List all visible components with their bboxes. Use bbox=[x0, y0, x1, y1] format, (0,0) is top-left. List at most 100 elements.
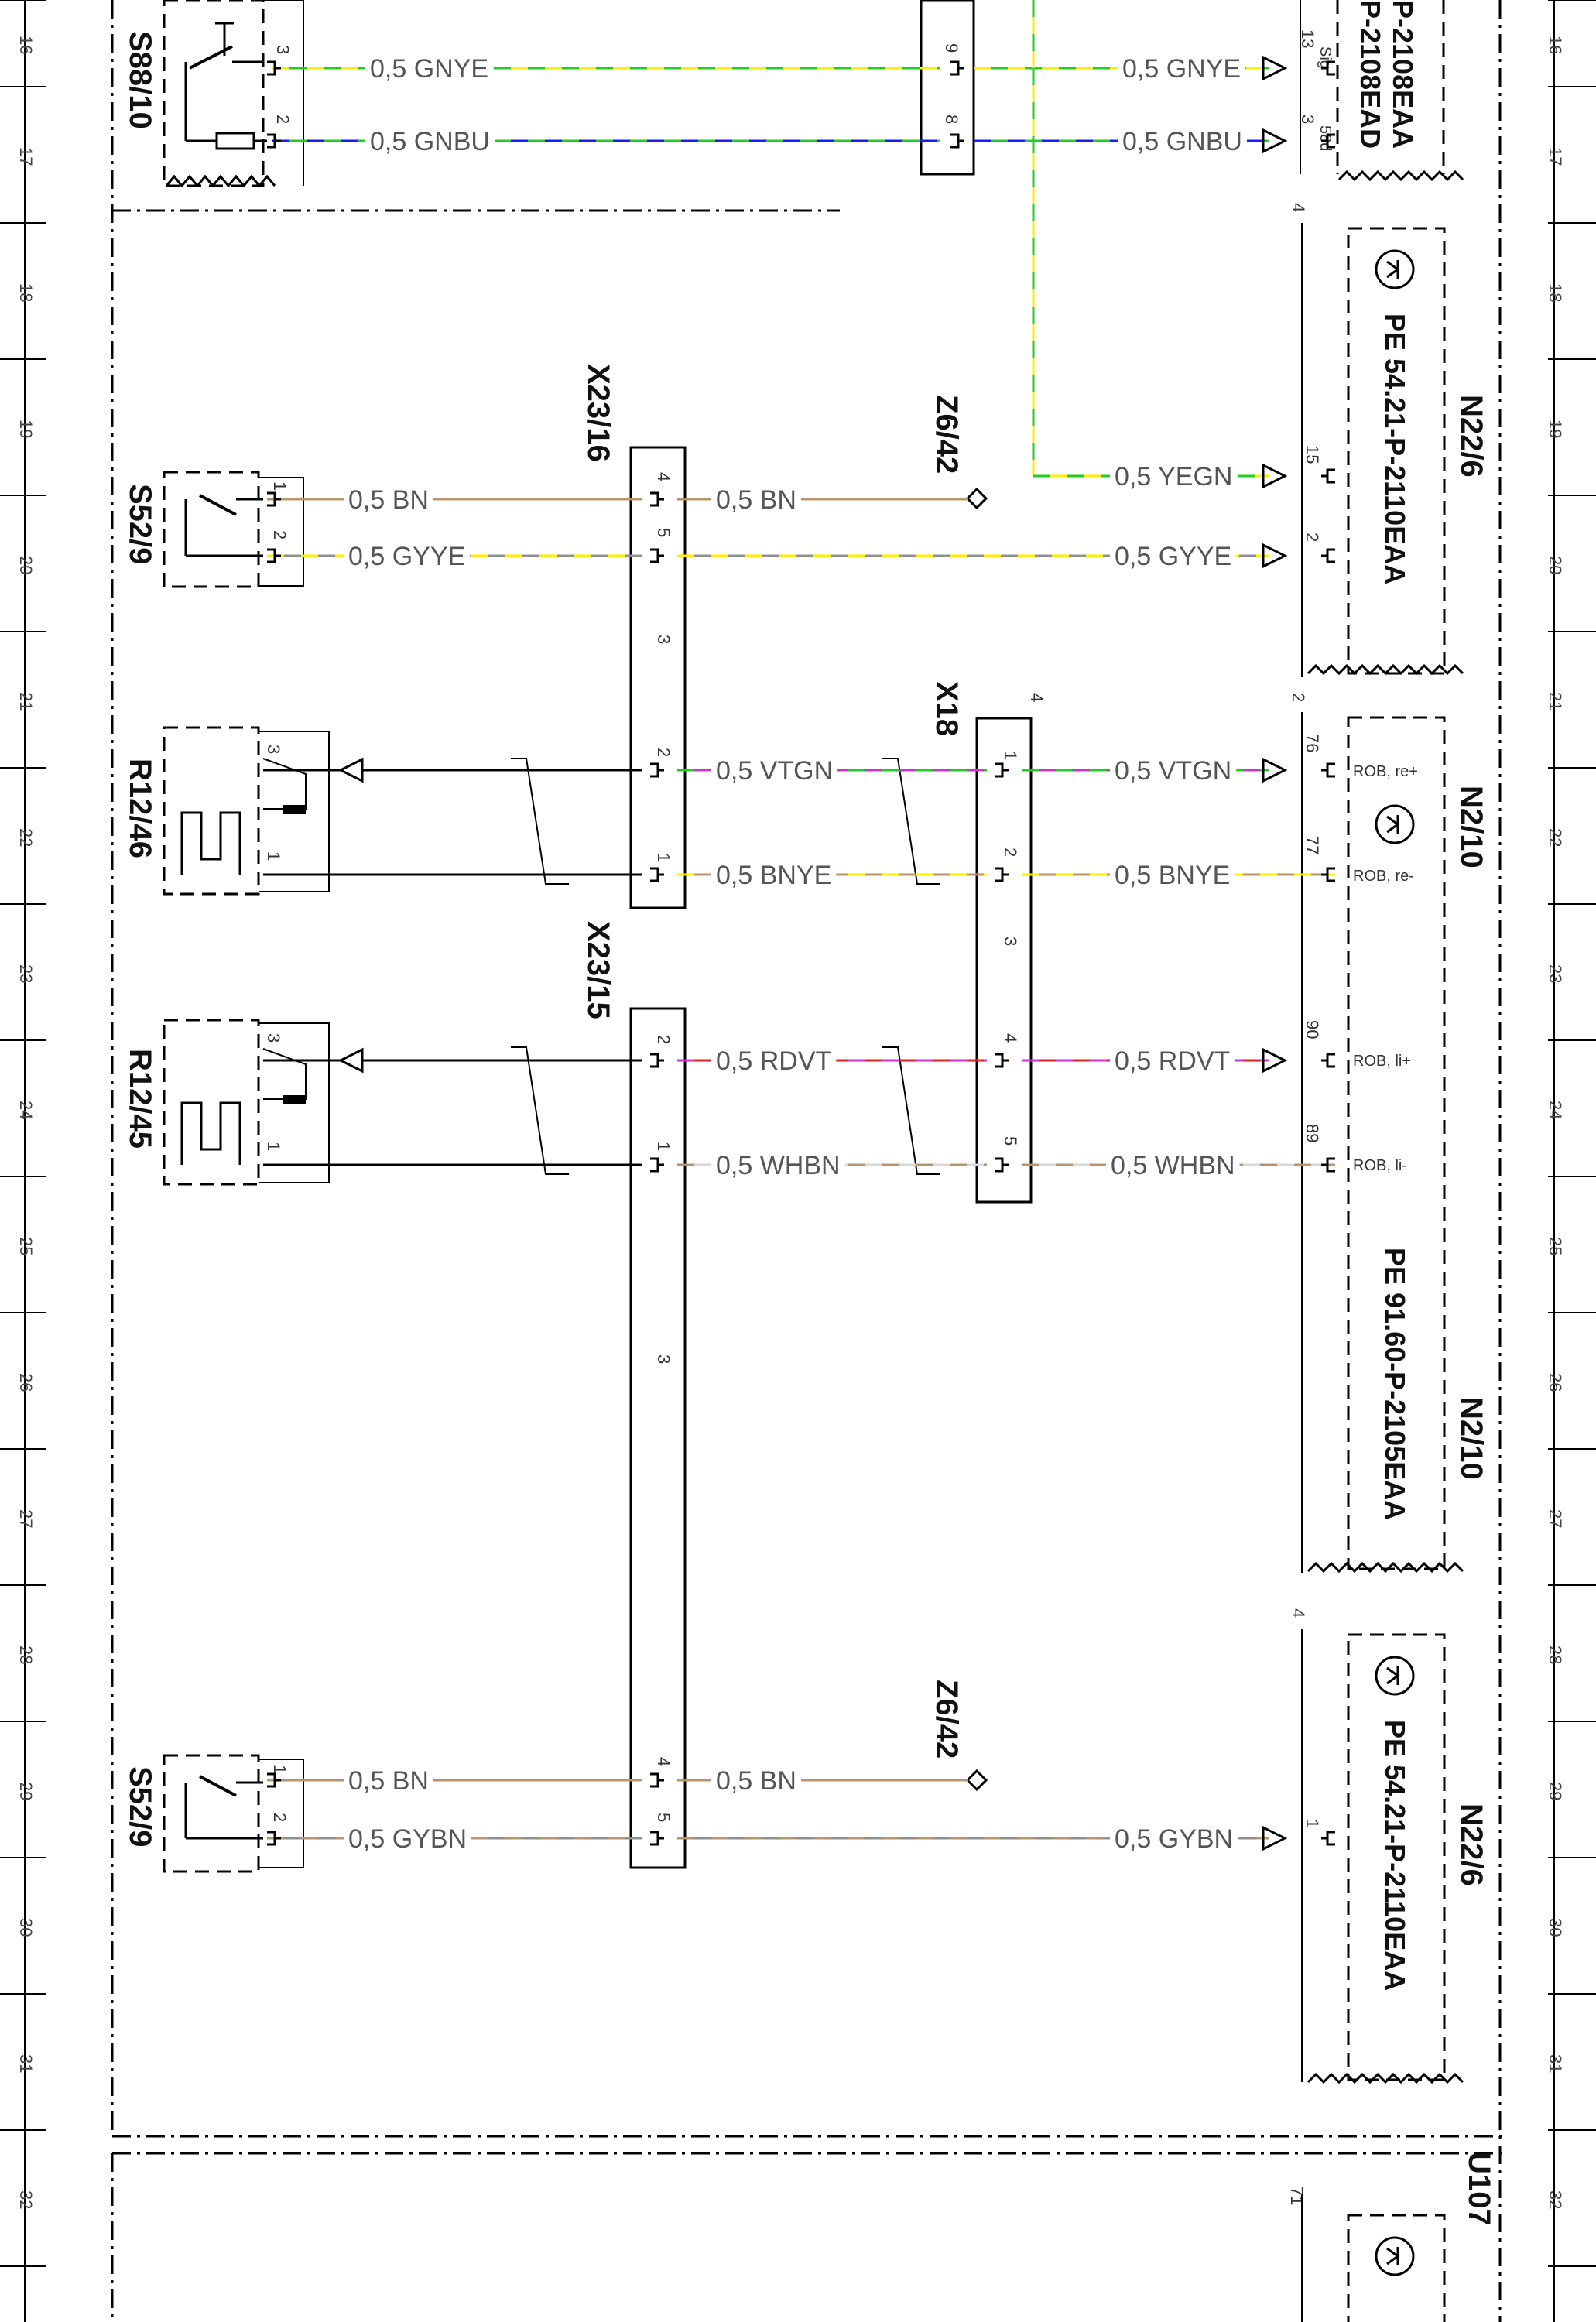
n2-10-top-label: N2/10 bbox=[1454, 786, 1488, 868]
wire-label: 0,5 GNBU bbox=[370, 127, 490, 156]
wire-label: 0,5 YEGN bbox=[1115, 462, 1232, 491]
z6-42-top-splice bbox=[965, 487, 988, 510]
n22-top-pin-2: 2 bbox=[1303, 533, 1322, 542]
signal-rob-re-plus: ROB, re+ bbox=[1353, 763, 1418, 780]
grid-row-label: 27 bbox=[1546, 1509, 1565, 1528]
wire-label: 0,5 GYYE bbox=[1115, 542, 1231, 571]
grid-row-label: 18 bbox=[16, 283, 36, 302]
r12-45-label: R12/45 bbox=[123, 1049, 157, 1149]
grid-row-label: 18 bbox=[1546, 283, 1565, 302]
wire-label: 0,5 BN bbox=[348, 1766, 429, 1796]
n22-6-top-label: N22/6 bbox=[1454, 395, 1488, 478]
n22b-pin-4: 4 bbox=[1289, 1608, 1308, 1618]
wire-label: 0,5 GYBN bbox=[348, 1824, 467, 1854]
grid-row-label: 16 bbox=[1546, 36, 1565, 54]
pe-ref-n22-top: PE 54.21-P-2110EAA bbox=[1379, 313, 1411, 584]
x18-pin-3: 3 bbox=[1001, 937, 1020, 946]
signal-rob-re-minus: ROB, re- bbox=[1353, 868, 1414, 885]
x23-16-label: X23/16 bbox=[581, 364, 615, 462]
s52-9-bottom-label: S52/9 bbox=[123, 1766, 157, 1848]
s52b-pin-2: 2 bbox=[270, 1813, 289, 1822]
s52-9-top-switch bbox=[163, 471, 304, 588]
r46-pin-3: 3 bbox=[264, 745, 283, 754]
grid-row-label: 32 bbox=[1546, 2190, 1565, 2209]
r12-45-sensor bbox=[163, 1019, 330, 1186]
grid-row-label: 25 bbox=[16, 1237, 36, 1255]
grid-row-label: 29 bbox=[1546, 1782, 1565, 1800]
top-connector bbox=[920, 0, 975, 176]
grid-row-label: 24 bbox=[1546, 1101, 1565, 1119]
wire-label: 0,5 BNYE bbox=[1115, 861, 1230, 890]
signal-rob-li-plus: ROB, li+ bbox=[1353, 1053, 1411, 1070]
wire-label: 0,5 GNBU bbox=[1122, 127, 1242, 156]
n22-6-top-module bbox=[1301, 223, 1464, 677]
grid-row-label: 31 bbox=[16, 2054, 36, 2073]
x23-15-pin-2: 2 bbox=[654, 1035, 673, 1044]
wire-label: 0,5 GYYE bbox=[348, 542, 465, 571]
x23-15-pin-5: 5 bbox=[654, 1813, 673, 1822]
s52-9-top-label: S52/9 bbox=[123, 484, 157, 565]
grid-row-label: 26 bbox=[1546, 1373, 1565, 1392]
signal-sig: Sig bbox=[1317, 46, 1334, 69]
grid-row-label: 19 bbox=[16, 420, 36, 438]
x18-pin-4: 4 bbox=[1001, 1033, 1020, 1043]
shield-lines bbox=[511, 758, 940, 1175]
grid-row-label: 19 bbox=[1546, 420, 1565, 438]
n2-10-bottom-label: N2/10 bbox=[1454, 1397, 1488, 1480]
x23-15-pin-4: 4 bbox=[654, 1757, 673, 1766]
grid-row-label: 26 bbox=[16, 1373, 36, 1392]
grid-row-label: 16 bbox=[16, 36, 36, 54]
signal-rob-li-minus: ROB, li- bbox=[1353, 1157, 1407, 1174]
wire-label: 0,5 BN bbox=[716, 1766, 796, 1796]
s88-pin-3: 3 bbox=[273, 45, 293, 54]
n2-10-module bbox=[1301, 712, 1464, 1574]
s52-top-pin-1: 1 bbox=[270, 481, 289, 491]
grid-row-label: 21 bbox=[16, 692, 36, 711]
signal-58d: 58d bbox=[1317, 125, 1334, 151]
wire-label: 0,5 BNYE bbox=[716, 861, 831, 890]
grid-row-label: 20 bbox=[1546, 556, 1565, 574]
r45-pin-3: 3 bbox=[264, 1033, 283, 1043]
x23-16-pin-1: 1 bbox=[654, 853, 673, 862]
r12-46-label: R12/46 bbox=[123, 759, 157, 858]
grid-row-label: 25 bbox=[1546, 1237, 1565, 1255]
x18-label: X18 bbox=[930, 681, 964, 736]
grid-row-label: 30 bbox=[16, 1918, 36, 1937]
x23-15-label: X23/15 bbox=[581, 921, 615, 1019]
n22-6-bottom-module bbox=[1301, 1629, 1464, 2084]
grid-row-label: 17 bbox=[16, 147, 36, 166]
grid-row-label: 22 bbox=[16, 828, 36, 847]
pe-ref-top-b: P-2108EAD bbox=[1355, 0, 1386, 149]
grid-row-label: 20 bbox=[16, 556, 36, 574]
s88-10-label: S88/10 bbox=[123, 31, 157, 129]
top-pin-13: 13 bbox=[1298, 29, 1317, 48]
grid-row-label: 17 bbox=[1546, 147, 1565, 166]
n2-pin-2: 2 bbox=[1289, 693, 1308, 702]
wire-label: 0,5 GYBN bbox=[1115, 1824, 1233, 1854]
n2-pin-90: 90 bbox=[1303, 1020, 1322, 1039]
pe-ref-n2-10: PE 91.60-P-2105EAA bbox=[1379, 1248, 1411, 1520]
x23-15-connector bbox=[629, 1007, 687, 1869]
n22-6-bottom-label: N22/6 bbox=[1454, 1803, 1488, 1886]
x23-16-pin-2: 2 bbox=[654, 748, 673, 757]
wire-label: 0,5 WHBN bbox=[1111, 1151, 1235, 1180]
s88-pin-2: 2 bbox=[273, 115, 293, 124]
x18-pin-1: 1 bbox=[1001, 751, 1020, 760]
grid-row-label: 21 bbox=[1546, 692, 1565, 711]
wire-label: 0,5 RDVT bbox=[1115, 1046, 1230, 1076]
wire-label: 0,5 BN bbox=[716, 485, 796, 515]
x23-15-pin-1: 1 bbox=[654, 1142, 673, 1151]
grid-row-label: 27 bbox=[16, 1509, 36, 1528]
s52-9-bottom-switch bbox=[163, 1754, 304, 1873]
wire-label: 0,5 BN bbox=[348, 485, 429, 515]
pe-ref-n22-bottom: PE 54.21-P-2110EAA bbox=[1379, 1720, 1411, 1991]
u107-pin-71: 71 bbox=[1287, 2187, 1307, 2205]
x18-connector bbox=[975, 717, 1033, 1204]
s52-top-pin-2: 2 bbox=[270, 530, 289, 539]
grid-row-label: 28 bbox=[1546, 1646, 1565, 1664]
wire-label: 0,5 VTGN bbox=[716, 756, 833, 786]
x18-pin-4-top: 4 bbox=[1027, 693, 1046, 702]
n2-pin-76: 76 bbox=[1303, 734, 1322, 752]
s88-10-switch bbox=[163, 0, 304, 188]
